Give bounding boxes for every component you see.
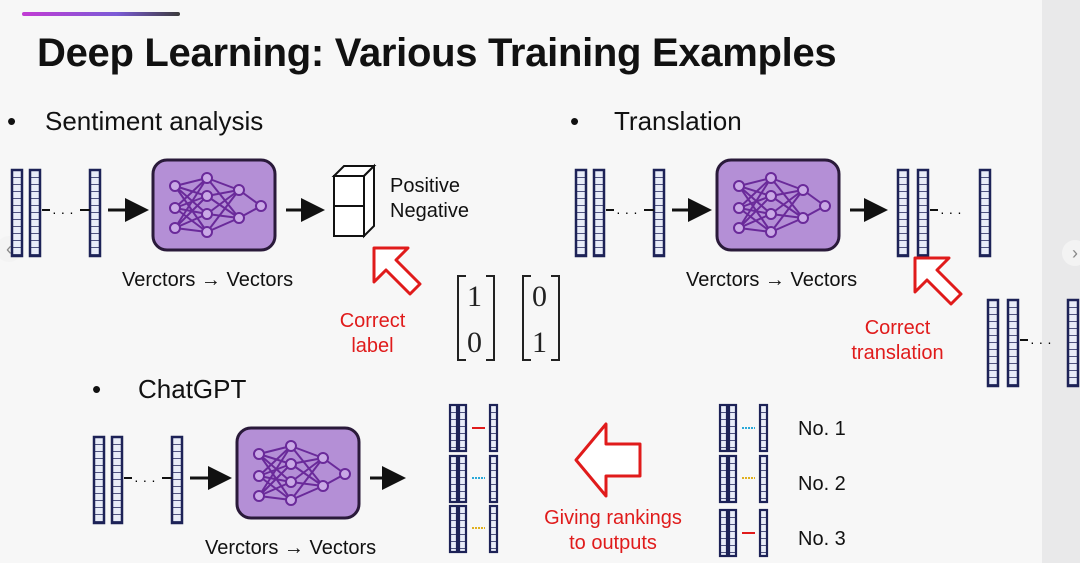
one-hot-vector-a: 1 0: [457, 275, 495, 361]
rank-label-1: No. 1: [798, 418, 846, 440]
candidate-outputs: [448, 403, 499, 554]
ellipsis-4: · · ·: [1030, 334, 1052, 350]
neural-network-icon: [151, 158, 277, 252]
label-positive: Positive: [390, 175, 461, 197]
ellipsis-5: · · ·: [134, 472, 156, 488]
rank-label-2: No. 2: [798, 473, 846, 495]
right-side-strip: [1042, 0, 1080, 563]
red-hollow-arrow-icon: [372, 246, 422, 296]
caption-sentiment: Verctors → Vectors: [122, 269, 294, 291]
output-vectors-translation: · · ·: [896, 168, 992, 258]
one-hot-vector-b: 0 1: [522, 275, 560, 361]
neural-network-icon: [715, 158, 841, 252]
neural-network-icon: [235, 426, 361, 520]
ellipsis-1: · · ·: [52, 204, 74, 220]
caption-chatgpt: Verctors → Vectors: [205, 537, 377, 559]
input-vectors-chatgpt: · · ·: [92, 435, 184, 525]
label-negative: Negative: [390, 200, 469, 222]
heading-chatgpt: •ChatGPT: [92, 374, 247, 404]
rank-label-3: No. 3: [798, 528, 846, 550]
title-accent-bar: [22, 12, 180, 16]
red-hollow-arrow-icon: [913, 256, 963, 306]
heading-sentiment: •Sentiment analysis: [7, 106, 264, 136]
slide-title: Deep Learning: Various Training Examples: [37, 31, 837, 75]
heading-translation: •Translation: [570, 106, 742, 136]
red-left-arrow-icon: [574, 422, 642, 498]
target-vectors-translation: · · ·: [986, 298, 1080, 388]
ellipsis-2: · · ·: [616, 204, 638, 220]
caption-translation: Verctors → Vectors: [686, 269, 858, 291]
svg-text:0: 0: [532, 280, 547, 313]
input-vectors-translation: · · ·: [574, 168, 666, 258]
ellipsis-3: · · ·: [940, 204, 962, 220]
ranked-outputs: [718, 403, 769, 558]
next-slide-icon[interactable]: ›: [1062, 240, 1080, 266]
svg-text:0: 0: [467, 326, 482, 359]
output-cube-icon: [331, 163, 377, 239]
input-vectors-sentiment: · · ·: [10, 168, 102, 258]
svg-text:1: 1: [532, 326, 547, 359]
svg-text:1: 1: [467, 280, 482, 313]
